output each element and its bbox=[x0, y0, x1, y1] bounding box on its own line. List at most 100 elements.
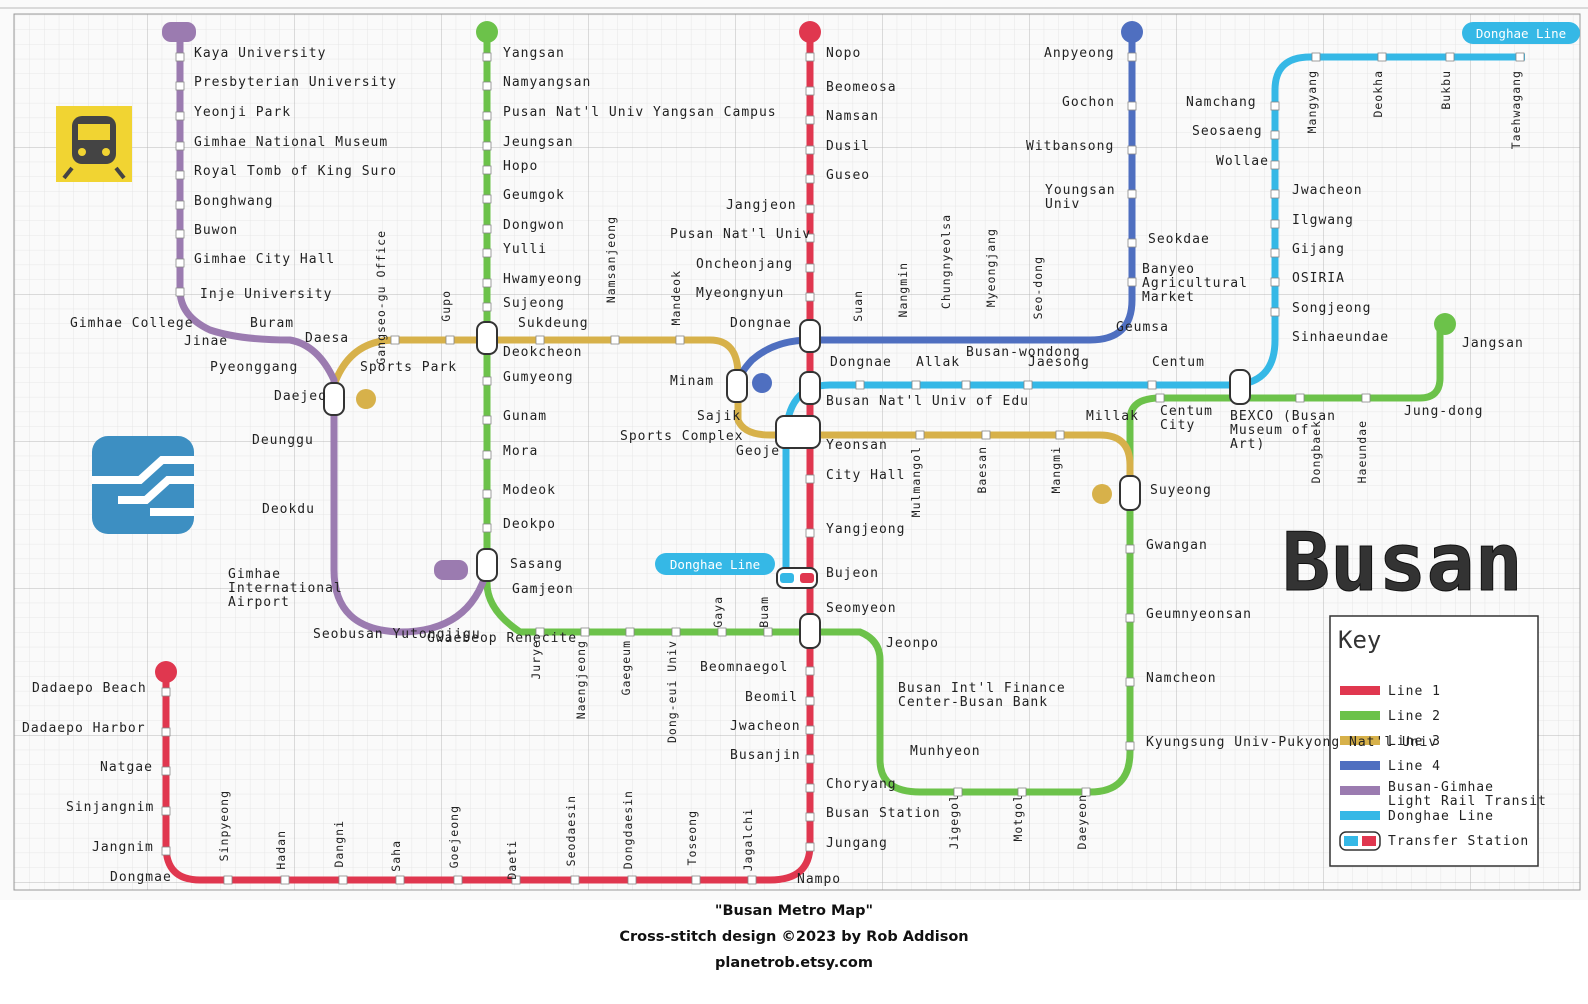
station-marker[interactable] bbox=[1125, 677, 1135, 687]
station-marker[interactable] bbox=[805, 52, 815, 62]
station-marker[interactable] bbox=[175, 258, 185, 268]
station-label-buram[interactable]: Buram bbox=[250, 316, 294, 331]
station-marker[interactable] bbox=[482, 376, 492, 386]
station-marker[interactable] bbox=[482, 52, 492, 62]
transfer-station-sasang[interactable] bbox=[476, 548, 498, 582]
station-label-gunam[interactable]: Gunam bbox=[503, 409, 547, 424]
station-marker[interactable] bbox=[961, 380, 971, 390]
station-marker[interactable] bbox=[805, 233, 815, 243]
station-label-naengjeong[interactable]: Naengjeong bbox=[574, 640, 588, 719]
station-marker[interactable] bbox=[482, 450, 492, 460]
station-marker[interactable] bbox=[805, 86, 815, 96]
station-label-yeonji-park[interactable]: Yeonji Park bbox=[194, 105, 291, 120]
station-label-mandeok[interactable]: Mandeok bbox=[669, 270, 683, 325]
station-label-sports-complex[interactable]: Sports Complex bbox=[620, 429, 744, 444]
station-label-deokha[interactable]: Deokha bbox=[1371, 70, 1385, 118]
station-label-dongbaek[interactable]: Dongbaek bbox=[1309, 420, 1323, 483]
station-marker[interactable] bbox=[175, 229, 185, 239]
transfer-station-bexco[interactable] bbox=[1229, 369, 1251, 405]
station-label-jurye[interactable]: Jurye bbox=[529, 640, 543, 680]
station-label-taehwagang[interactable]: Taehwagang bbox=[1509, 70, 1523, 149]
station-marker[interactable] bbox=[1127, 277, 1137, 287]
transfer-station-dongnae[interactable] bbox=[799, 319, 821, 353]
station-label-sinhaeundae[interactable]: Sinhaeundae bbox=[1292, 330, 1389, 345]
station-marker[interactable] bbox=[805, 528, 815, 538]
station-label-sinpyeong[interactable]: Sinpyeong bbox=[217, 790, 231, 861]
station-marker[interactable] bbox=[911, 380, 921, 390]
transfer-station-yeonsan[interactable] bbox=[775, 415, 821, 449]
station-label-gwangan[interactable]: Gwangan bbox=[1146, 538, 1208, 553]
transfer-station-suyeong[interactable] bbox=[1119, 475, 1141, 511]
station-marker[interactable] bbox=[691, 875, 701, 885]
station-label-deokcheon[interactable]: Deokcheon bbox=[503, 345, 582, 360]
station-marker[interactable] bbox=[763, 627, 773, 637]
station-marker[interactable] bbox=[482, 141, 492, 151]
station-label-jeungsan[interactable]: Jeungsan bbox=[503, 135, 574, 150]
station-label-dadaepo-beach[interactable]: Dadaepo Beach bbox=[32, 681, 147, 696]
station-label-ilgwang[interactable]: Ilgwang bbox=[1292, 213, 1354, 228]
station-label-saha[interactable]: Saha bbox=[389, 840, 403, 872]
station-label-mangmi[interactable]: Mangmi bbox=[1049, 446, 1063, 494]
transfer-station-minam[interactable] bbox=[726, 369, 748, 403]
station-label-beomnaegol[interactable]: Beomnaegol bbox=[700, 660, 788, 675]
station-marker[interactable] bbox=[175, 81, 185, 91]
station-label-pnu[interactable]: Pusan Nat'l Univ bbox=[670, 227, 811, 242]
station-label-beomil[interactable]: Beomil bbox=[745, 690, 798, 705]
station-label-gimhae-national-museum[interactable]: Gimhae National Museum bbox=[194, 135, 388, 150]
station-marker[interactable] bbox=[338, 875, 348, 885]
station-marker[interactable] bbox=[482, 278, 492, 288]
station-label-busanjin[interactable]: Busanjin bbox=[730, 748, 801, 763]
station-marker[interactable] bbox=[1270, 160, 1280, 170]
transfer-station-edu-univ[interactable] bbox=[799, 371, 821, 405]
station-marker[interactable] bbox=[395, 875, 405, 885]
station-label-jangjeon[interactable]: Jangjeon bbox=[726, 198, 797, 213]
station-marker[interactable] bbox=[482, 165, 492, 175]
station-marker[interactable] bbox=[1127, 101, 1137, 111]
station-marker[interactable] bbox=[1055, 430, 1065, 440]
station-label-jungang[interactable]: Jungang bbox=[826, 836, 888, 851]
station-label-haeundae[interactable]: Haeundae bbox=[1355, 420, 1369, 483]
station-marker[interactable] bbox=[1445, 52, 1455, 62]
station-label-mangyang[interactable]: Mangyang bbox=[1305, 70, 1319, 133]
station-label-hwamyeong[interactable]: Hwamyeong bbox=[503, 272, 582, 287]
station-label-choryang[interactable]: Choryang bbox=[826, 777, 897, 792]
station-marker[interactable] bbox=[1270, 219, 1280, 229]
station-marker[interactable] bbox=[482, 248, 492, 258]
station-label-royal-tomb[interactable]: Royal Tomb of King Suro bbox=[194, 164, 397, 179]
station-marker[interactable] bbox=[805, 666, 815, 676]
station-label-oncheonjang[interactable]: Oncheonjang bbox=[696, 257, 793, 272]
station-label-nampo[interactable]: Nampo bbox=[797, 872, 841, 887]
station-label-gaegeum[interactable]: Gaegeum bbox=[619, 640, 633, 695]
station-marker[interactable] bbox=[1361, 393, 1371, 403]
station-marker[interactable] bbox=[747, 875, 757, 885]
station-label-dongmae[interactable]: Dongmae bbox=[110, 870, 172, 885]
transfer-station-deokcheon[interactable] bbox=[476, 321, 498, 355]
station-label-songjeong[interactable]: Songjeong bbox=[1292, 301, 1371, 316]
station-marker[interactable] bbox=[953, 787, 963, 797]
station-label-dusil[interactable]: Dusil bbox=[826, 139, 870, 154]
station-label-wollae[interactable]: Wollae bbox=[1216, 154, 1269, 169]
station-marker[interactable] bbox=[1377, 52, 1387, 62]
station-marker[interactable] bbox=[1155, 393, 1165, 403]
station-label-namchang[interactable]: Namchang bbox=[1186, 95, 1257, 110]
station-marker[interactable] bbox=[175, 111, 185, 121]
station-label-seodaesin[interactable]: Seodaesin bbox=[564, 795, 578, 866]
station-label-bukbu[interactable]: Bukbu bbox=[1439, 70, 1453, 110]
station-marker[interactable] bbox=[1147, 380, 1157, 390]
station-label-gamjeon[interactable]: Gamjeon bbox=[512, 582, 574, 597]
transfer-station-seomyeon[interactable] bbox=[799, 613, 821, 649]
station-marker[interactable] bbox=[1017, 787, 1027, 797]
station-marker[interactable] bbox=[535, 627, 545, 637]
station-marker[interactable] bbox=[805, 145, 815, 155]
station-marker[interactable] bbox=[175, 52, 185, 62]
station-label-geumgok[interactable]: Geumgok bbox=[503, 188, 565, 203]
station-marker[interactable] bbox=[511, 875, 521, 885]
station-label-chungnyeolsa[interactable]: Chungnyeolsa bbox=[939, 214, 953, 309]
station-marker[interactable] bbox=[855, 380, 865, 390]
station-label-pyeonggang[interactable]: Pyeonggang bbox=[210, 360, 298, 375]
station-label-sasang[interactable]: Sasang bbox=[510, 557, 563, 572]
station-label-dongeui[interactable]: Dong-eui Univ bbox=[665, 640, 679, 743]
station-marker[interactable] bbox=[1270, 307, 1280, 317]
station-label-seokdae[interactable]: Seokdae bbox=[1148, 232, 1210, 247]
